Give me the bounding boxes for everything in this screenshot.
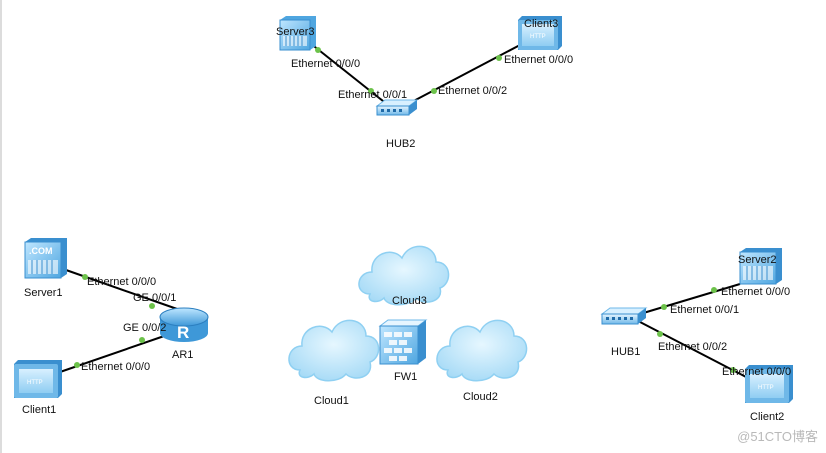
client3-screen-text: HTTP	[530, 34, 546, 40]
port-dot-hub2-p2	[431, 88, 437, 94]
port-label-hub1-p2: Ethernet 0/0/2	[658, 341, 728, 353]
server3-label: Server3	[276, 26, 315, 38]
link-hub1-client2[interactable]	[639, 321, 749, 379]
server1-icon[interactable]: .COM	[24, 238, 67, 279]
link-hub1-server2[interactable]	[639, 283, 741, 315]
fw1-icon[interactable]	[378, 319, 428, 365]
cloud1-icon[interactable]	[288, 319, 380, 382]
port-label-client2: Ethernet 0/0/0	[722, 366, 792, 378]
ar1-router-letter: R	[177, 323, 189, 342]
port-label-client1: Ethernet 0/0/0	[81, 361, 151, 373]
cloud1-label: Cloud1	[314, 395, 349, 407]
cloud3-icon[interactable]	[358, 245, 450, 306]
port-dot-hub1-p1	[661, 304, 667, 310]
port-dot-hub2-p1	[368, 88, 374, 94]
watermark: @51CTO博客	[737, 429, 818, 444]
client2-icon[interactable]: HTTP	[745, 365, 793, 403]
port-dot-hub1-p2	[657, 331, 663, 337]
client1-screen-text: HTTP	[27, 380, 43, 386]
client3-icon[interactable]: HTTP	[518, 16, 562, 50]
server2-label: Server2	[738, 254, 777, 266]
port-label-hub2-p2: Ethernet 0/0/2	[438, 85, 508, 97]
port-label-ar1-ge2: GE 0/0/2	[123, 322, 167, 334]
port-dot-client3	[496, 55, 502, 61]
client1-icon[interactable]: HTTP	[14, 360, 62, 398]
server3-icon[interactable]	[279, 16, 316, 51]
port-label-hub2-p1: Ethernet 0/0/1	[338, 89, 408, 101]
server1-logo-text: .COM	[29, 246, 53, 256]
port-label-client3: Ethernet 0/0/0	[504, 54, 574, 66]
cloud3-label: Cloud3	[392, 295, 427, 307]
port-dot-server3	[315, 47, 321, 53]
canvas-left-edge	[0, 0, 2, 453]
server2-icon[interactable]	[739, 248, 782, 285]
port-dot-ar1-ge1	[149, 303, 155, 309]
hub1-label: HUB1	[611, 346, 641, 358]
link-server3-hub2[interactable]	[309, 42, 389, 106]
port-dot-client1	[74, 362, 80, 368]
hub1-icon[interactable]	[600, 307, 648, 325]
hub2-label: HUB2	[386, 138, 416, 150]
client2-label: Client2	[750, 411, 785, 423]
port-dot-server1	[82, 274, 88, 280]
client3-label: Client3	[524, 18, 559, 30]
ar1-label: AR1	[172, 349, 194, 361]
fw1-label: FW1	[394, 371, 418, 383]
port-label-server3: Ethernet 0/0/0	[291, 58, 361, 70]
hub2-icon[interactable]	[375, 99, 419, 116]
cloud2-icon[interactable]	[436, 319, 528, 382]
link-hub2-client3[interactable]	[405, 44, 521, 106]
port-dot-ar1-ge2	[139, 337, 145, 343]
port-label-server2: Ethernet 0/0/0	[721, 286, 791, 298]
ar1-icon[interactable]: R	[159, 307, 209, 342]
client1-label: Client1	[22, 404, 57, 416]
port-dot-client2	[730, 367, 736, 373]
cloud2-label: Cloud2	[463, 391, 498, 403]
port-label-ar1-ge1: GE 0/0/1	[133, 292, 177, 304]
port-label-hub1-p1: Ethernet 0/0/1	[670, 304, 740, 316]
port-dots	[74, 47, 736, 373]
server1-label: Server1	[24, 287, 63, 299]
port-label-server1: Ethernet 0/0/0	[87, 276, 157, 288]
port-dot-server2	[711, 287, 717, 293]
client2-screen-text: HTTP	[758, 385, 774, 391]
